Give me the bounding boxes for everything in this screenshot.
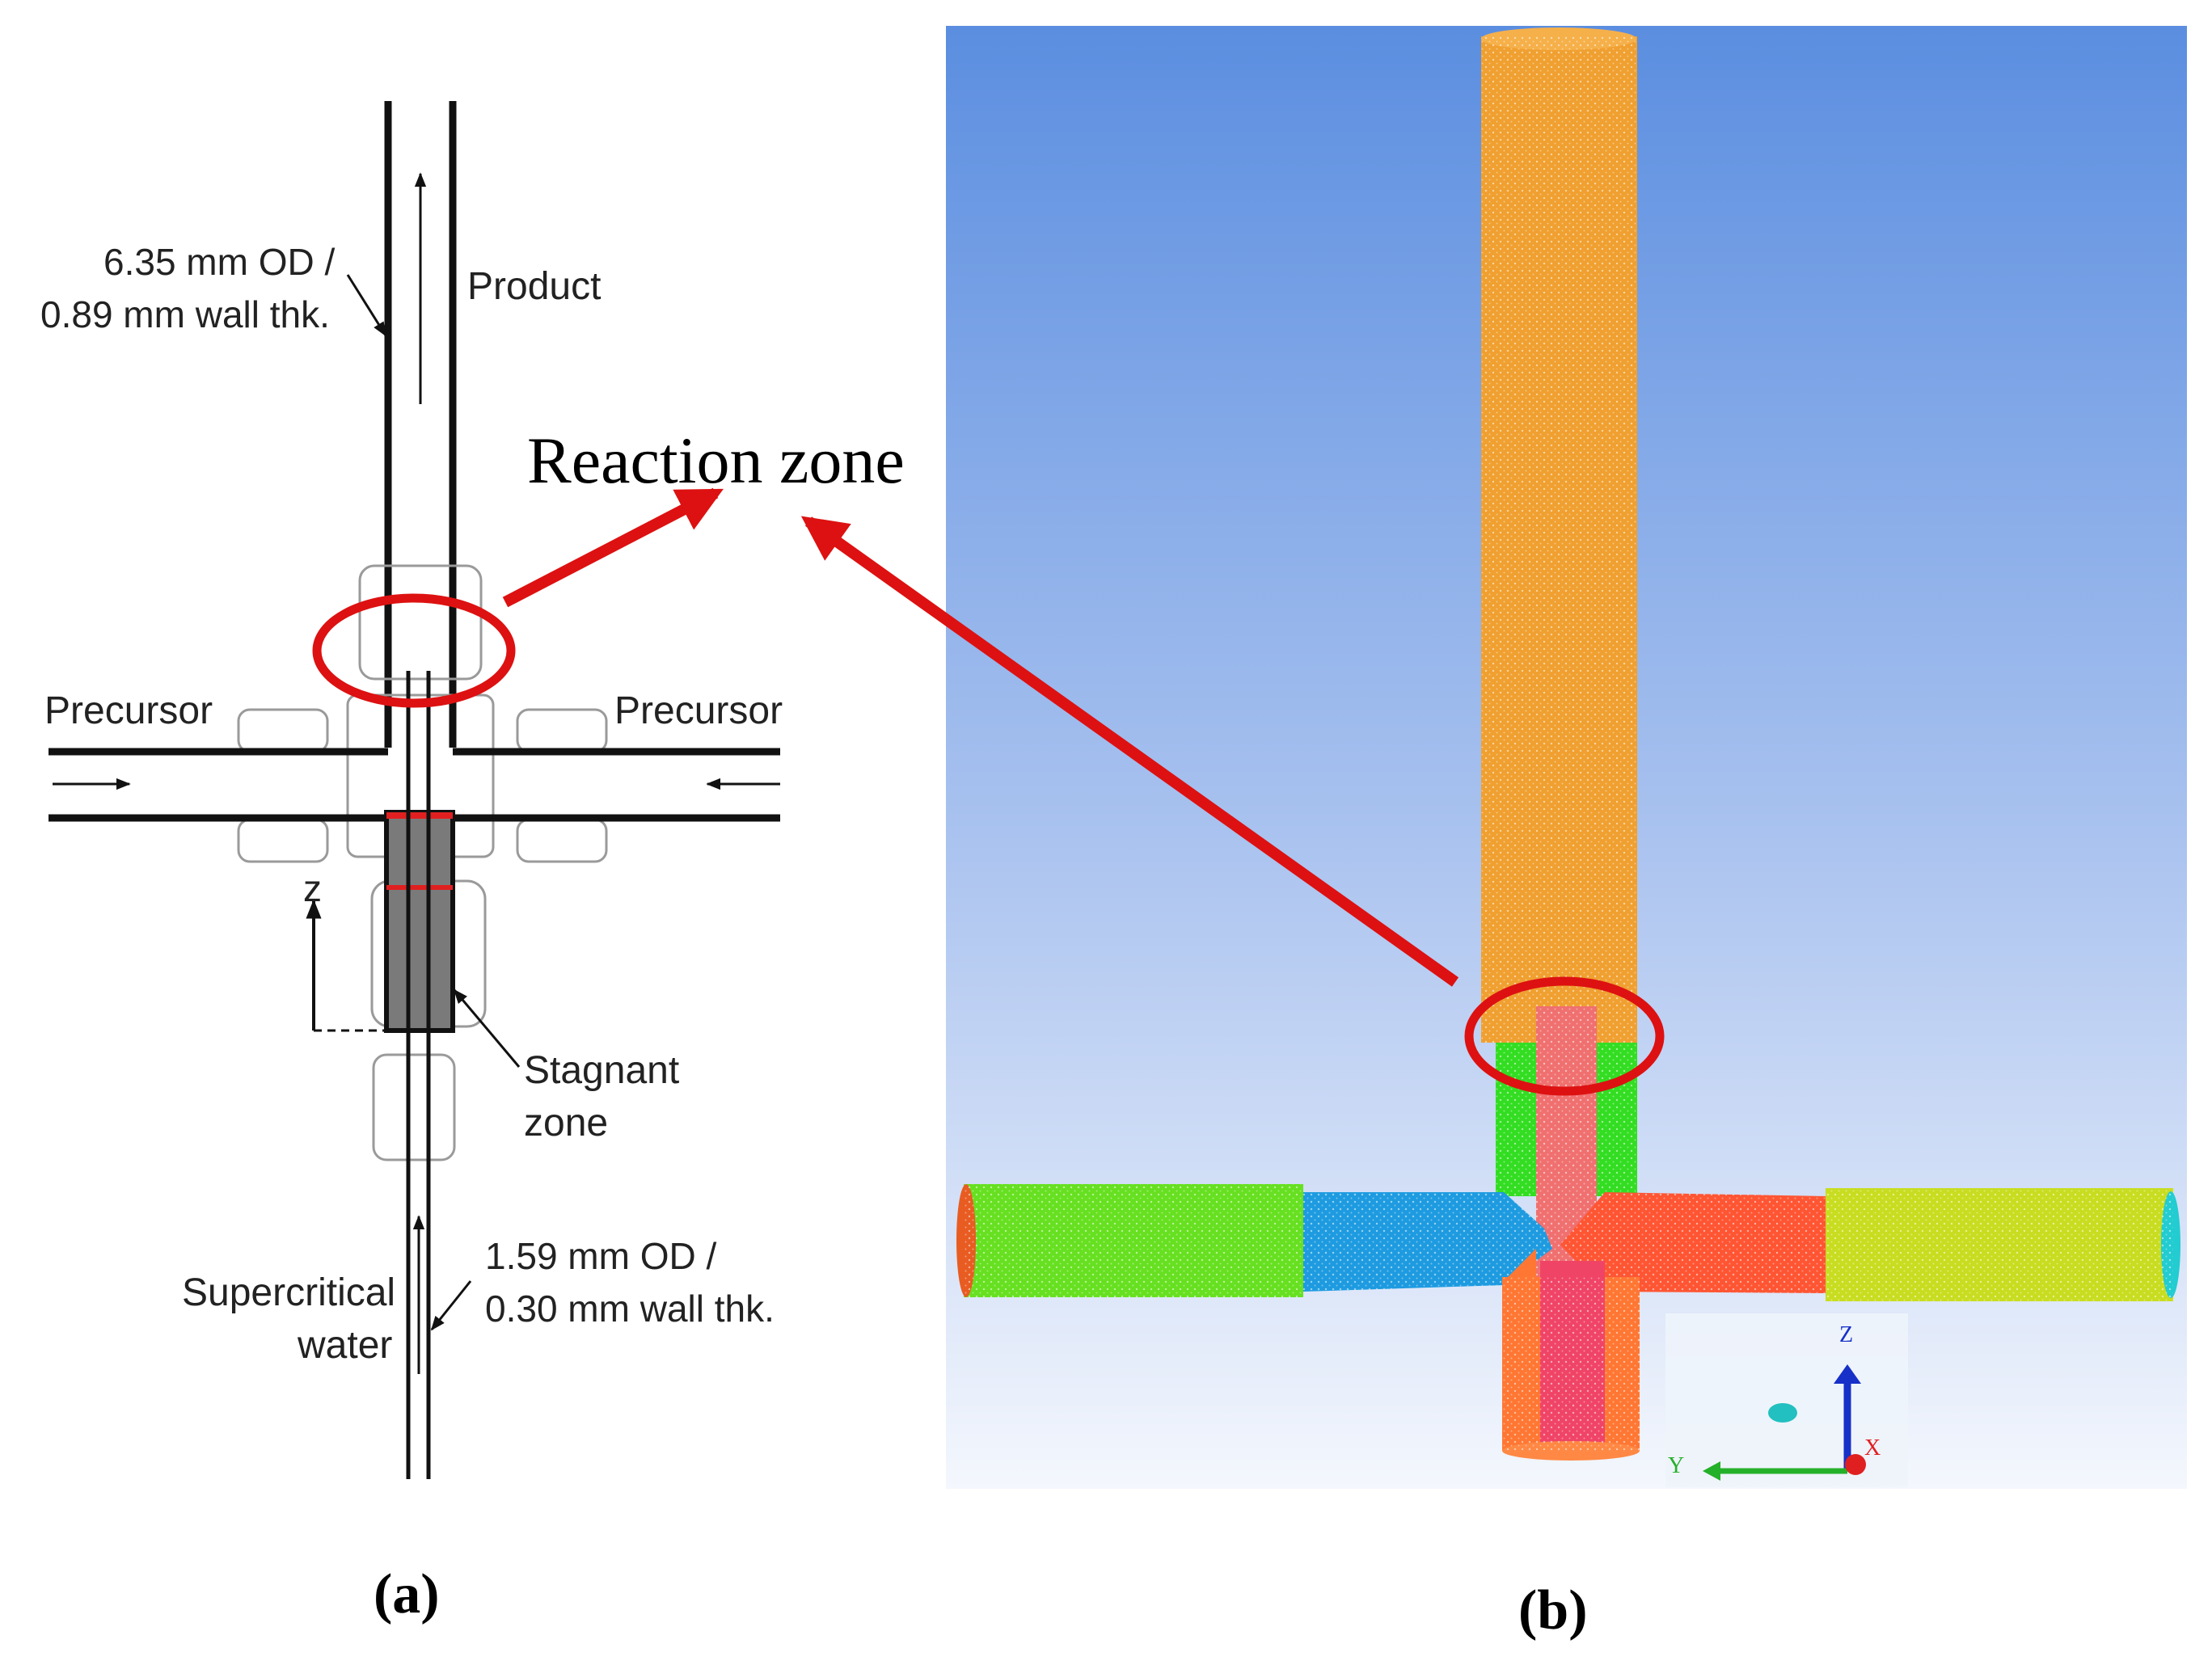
triad-x-label: X — [1864, 1435, 1881, 1461]
outer-tube-od-label: 6.35 mm OD / — [103, 241, 336, 283]
inner-tube-wall-label: 0.30 mm wall thk. — [485, 1288, 775, 1330]
z-axis-label: z — [303, 867, 322, 909]
stagnant-zone — [384, 810, 455, 1033]
inner-tube-od-label: 1.59 mm OD / — [485, 1235, 717, 1277]
stagnant-leader — [453, 988, 521, 1068]
precursor-lines — [49, 748, 780, 822]
triad-y-label: Y — [1668, 1453, 1684, 1478]
triad-z-label: Z — [1839, 1322, 1853, 1347]
triad-origin-marker — [1768, 1403, 1797, 1423]
panel-a-schematic: 6.35 mm OD / 0.89 mm wall thk. Product P… — [40, 101, 783, 1625]
scw-water-label: water — [297, 1324, 392, 1367]
reaction-zone-arrow-b — [800, 516, 1459, 987]
precursor-left-label: Precursor — [44, 689, 213, 732]
product-label: Product — [467, 265, 601, 308]
precursor-right-label: Precursor — [614, 689, 783, 732]
reaction-zone-label: Reaction zone — [527, 424, 905, 497]
caption-a: (a) — [374, 1563, 440, 1625]
scw-inner-tube — [406, 671, 431, 1479]
stagnant-label: Stagnant — [524, 1049, 679, 1092]
inner-tube-leader — [430, 1280, 472, 1331]
stagnant-zone-label: zone — [524, 1102, 608, 1144]
caption-b: (b) — [1518, 1579, 1588, 1642]
reaction-zone-highlight-b — [1464, 976, 1665, 1096]
outer-tube-wall-label: 0.89 mm wall thk. — [40, 293, 330, 335]
outer-tube-leader — [346, 274, 387, 337]
axis-triad: Z Y X — [1665, 1313, 1908, 1487]
product-tube — [384, 101, 457, 748]
scw-label: Supercritical — [182, 1271, 395, 1314]
reaction-zone-annotation: Reaction zone — [502, 424, 1459, 987]
reaction-zone-arrow-a — [502, 487, 724, 608]
panel-b-mesh-view: Z Y X (b) — [946, 26, 2187, 1642]
reaction-zone-highlight-a — [312, 593, 516, 708]
x-marker — [1845, 1454, 1866, 1475]
